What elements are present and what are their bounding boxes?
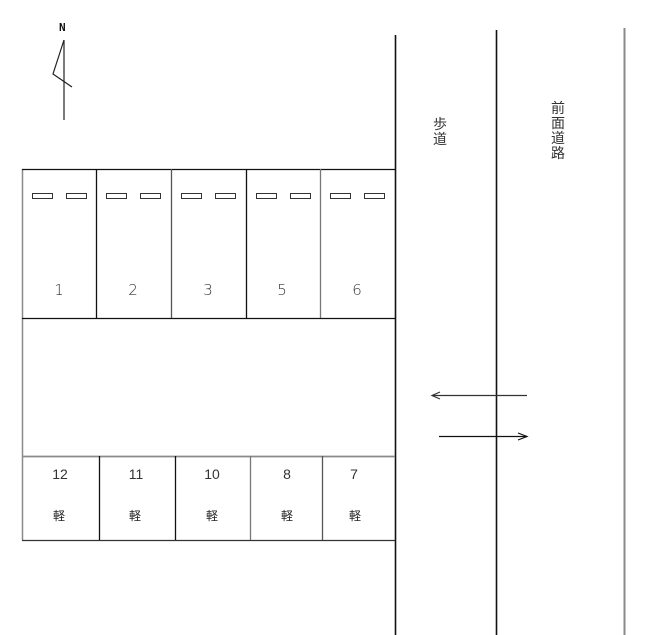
kei-car-label: 軽	[348, 509, 362, 523]
parking-space-number: 1	[54, 281, 64, 299]
kei-car-label: 軽	[128, 509, 142, 523]
sidewalk-label: 歩道	[433, 117, 447, 148]
wheel-stops	[32, 193, 385, 199]
parking-space-number: 2	[128, 281, 138, 299]
kei-car-label: 軽	[52, 509, 66, 523]
parking-space-number: 8	[283, 466, 291, 482]
arrow-right-icon	[439, 432, 529, 441]
arrow-left-icon	[430, 391, 527, 400]
north-label: N	[59, 21, 66, 34]
kei-car-label: 軽	[280, 509, 294, 523]
top-parking-row-lines	[22, 168, 395, 320]
parking-space-number: 5	[277, 281, 287, 299]
bottom-parking-row-lines	[22, 455, 395, 542]
kei-car-label: 軽	[205, 509, 219, 523]
parking-space-number: 12	[52, 466, 68, 482]
parking-space-number: 6	[352, 281, 362, 299]
parking-space-number: 11	[128, 466, 144, 482]
parking-space-number: 3	[203, 281, 213, 299]
north-arrow-icon	[52, 39, 73, 120]
front-road-label: 前面道路	[551, 101, 565, 162]
parking-space-number: 7	[350, 466, 358, 482]
parking-space-number: 10	[204, 466, 220, 482]
